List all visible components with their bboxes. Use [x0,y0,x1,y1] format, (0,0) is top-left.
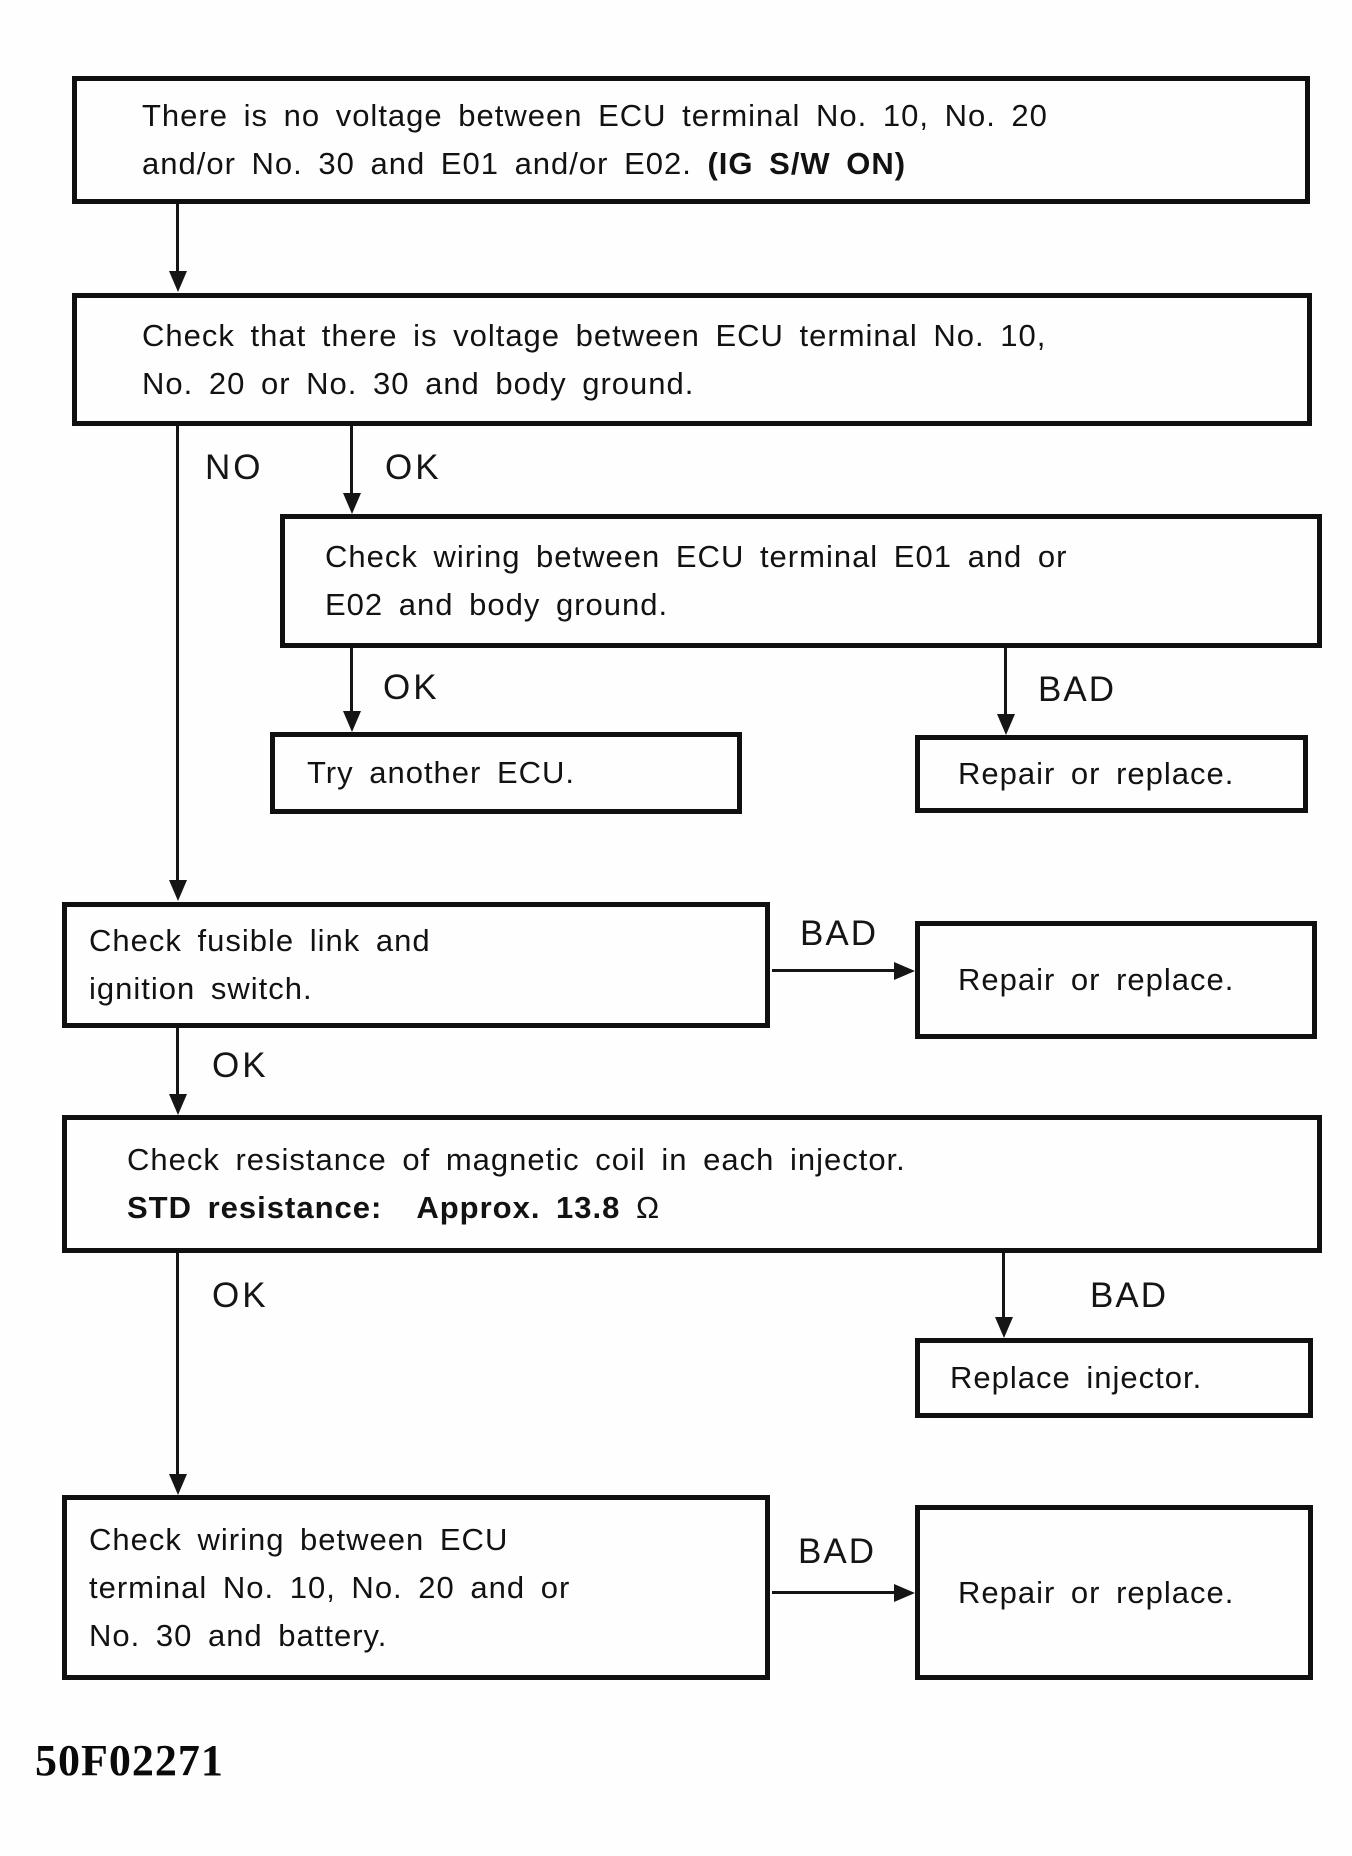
node-check-wiring-e01-e02: Check wiring between ECU terminal E01 an… [280,514,1322,648]
edge-label-ok: OK [385,448,442,487]
node-check-voltage-body-ground: Check that there is voltage between ECU … [72,293,1312,426]
node-repair-or-replace-3: Repair or replace. [915,1505,1313,1680]
edge-label-no: NO [205,448,264,487]
node-text: Repair or replace. [958,756,1235,791]
arrow-down-symptom-to-check [176,204,179,271]
node-text: Repair or replace. [958,1574,1235,1610]
arrow-right-bad-to-repair [772,969,894,972]
edge-label-bad: BAD [1090,1276,1168,1315]
node-check-fusible-link: Check fusible link and ignition switch. [62,902,770,1028]
node-text-line: Replace injector. [950,1354,1308,1402]
node-replace-injector: Replace injector. [915,1338,1313,1418]
node-text: Check wiring between ECU terminal E01 an… [325,539,1068,574]
node-text-line: No. 30 and battery. [89,1612,765,1660]
edge-label-bad: BAD [800,914,878,953]
edge-label-bad: BAD [798,1532,876,1571]
edge-label-ok: OK [212,1046,269,1085]
arrow-down-ok-to-resistance [176,1028,179,1094]
arrow-down-ok-to-try-ecu [350,648,353,711]
node-text-line: Check wiring between ECU [89,1516,765,1564]
node-text-line: ignition switch. [89,965,765,1013]
node-text-line: Repair or replace. [958,750,1303,798]
node-repair-or-replace-1: Repair or replace. [915,735,1308,813]
node-text: No. 20 or No. 30 and body ground. [142,365,695,401]
node-text-line: Check resistance of magnetic coil in eac… [127,1136,1317,1184]
arrow-down-ok-to-battery-check [176,1253,179,1474]
node-text-line: and/or No. 30 and E01 and/or E02. (IG S/… [142,140,1305,188]
node-check-wiring-battery: Check wiring between ECU terminal No. 10… [62,1495,770,1680]
node-text-line: STD resistance: Approx. 13.8 Ω [127,1184,1317,1232]
node-text: Check that there is voltage between ECU … [142,317,1047,353]
node-repair-or-replace-2: Repair or replace. [915,921,1317,1039]
edge-label-ok: OK [383,668,440,707]
node-text-bold: STD resistance: [127,1190,383,1225]
node-text: terminal No. 10, No. 20 and or [89,1569,571,1605]
arrow-down-bad-to-repair [1004,648,1007,714]
figure-code: 50F02271 [35,1736,224,1785]
node-text-line: Check fusible link and [89,917,765,965]
node-text: Repair or replace. [958,962,1235,997]
node-text: ignition switch. [89,971,313,1006]
node-text-line: There is no voltage between ECU terminal… [142,92,1305,140]
node-text-line: No. 20 or No. 30 and body ground. [142,360,1307,408]
node-text-line: Repair or replace. [958,956,1312,1004]
edge-label-ok: OK [212,1276,269,1315]
node-text: and/or No. 30 and E01 and/or E02. [142,146,692,181]
node-text: E02 and body ground. [325,587,669,622]
node-text-line: terminal No. 10, No. 20 and or [89,1564,765,1612]
node-text-line: E02 and body ground. [325,581,1317,629]
node-text: Check resistance of magnetic coil in eac… [127,1142,906,1177]
node-text-line: Try another ECU. [307,749,737,797]
arrow-down-ok-branch [350,426,353,493]
arrow-down-no-branch [176,426,179,880]
node-text: Check wiring between ECU [89,1521,509,1557]
arrow-right-bad-to-repair [772,1591,894,1594]
node-text-line: Check wiring between ECU terminal E01 an… [325,533,1317,581]
node-text: No. 30 and battery. [89,1617,388,1653]
node-no-voltage-symptom: There is no voltage between ECU terminal… [72,76,1310,204]
node-text: Check fusible link and [89,923,431,958]
arrow-down-bad-to-replace-injector [1002,1253,1005,1317]
edge-label-bad: BAD [1038,670,1116,709]
node-check-injector-resistance: Check resistance of magnetic coil in eac… [62,1115,1322,1253]
node-text: There is no voltage between ECU terminal… [142,98,1048,133]
node-try-another-ecu: Try another ECU. [270,732,742,814]
node-text-line: Check that there is voltage between ECU … [142,312,1307,360]
omega-symbol: Ω [636,1190,661,1225]
node-text-line: Repair or replace. [958,1569,1308,1617]
node-text-bold: (IG S/W ON) [707,146,907,181]
node-text-bold: Approx. 13.8 [416,1190,621,1225]
node-text: Try another ECU. [307,755,576,790]
node-text: Replace injector. [950,1360,1203,1395]
